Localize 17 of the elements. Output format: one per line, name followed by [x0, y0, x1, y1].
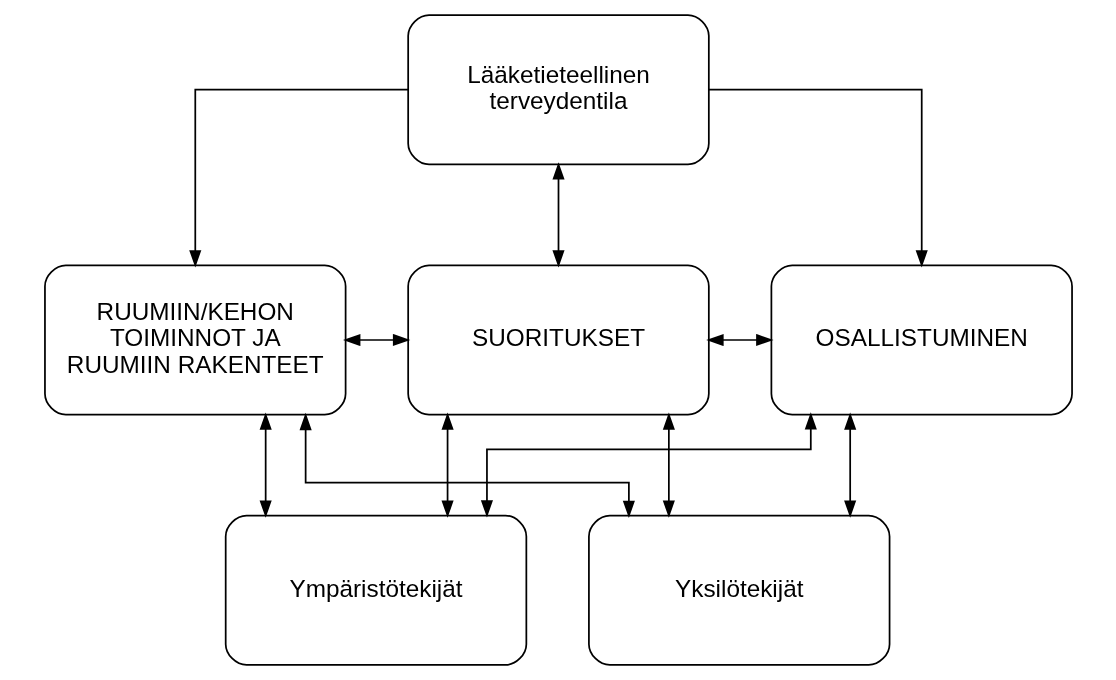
arrow: [707, 88, 928, 268]
arrow: [551, 162, 565, 268]
node-box: SUORITUKSET: [406, 264, 710, 416]
arrow: [843, 412, 856, 518]
node-box: Lääketieteellinen terveydentila: [406, 14, 710, 166]
arrow: [662, 412, 675, 518]
arrow: [705, 333, 774, 347]
arrow: [259, 412, 272, 518]
arrow: [440, 412, 454, 518]
node-box: Yksilötekijät: [587, 514, 890, 666]
arrow: [480, 412, 817, 518]
node-box: OSALLISTUMINEN: [770, 264, 1073, 416]
arrow: [188, 88, 409, 268]
arrow: [342, 333, 410, 347]
node-box: Ympäristötekijät: [224, 514, 527, 666]
arrow: [299, 412, 635, 519]
node-box: RUUMIIN/KEHON TOIMINNOT JA RUUMIIN RAKENTEET: [43, 264, 346, 416]
